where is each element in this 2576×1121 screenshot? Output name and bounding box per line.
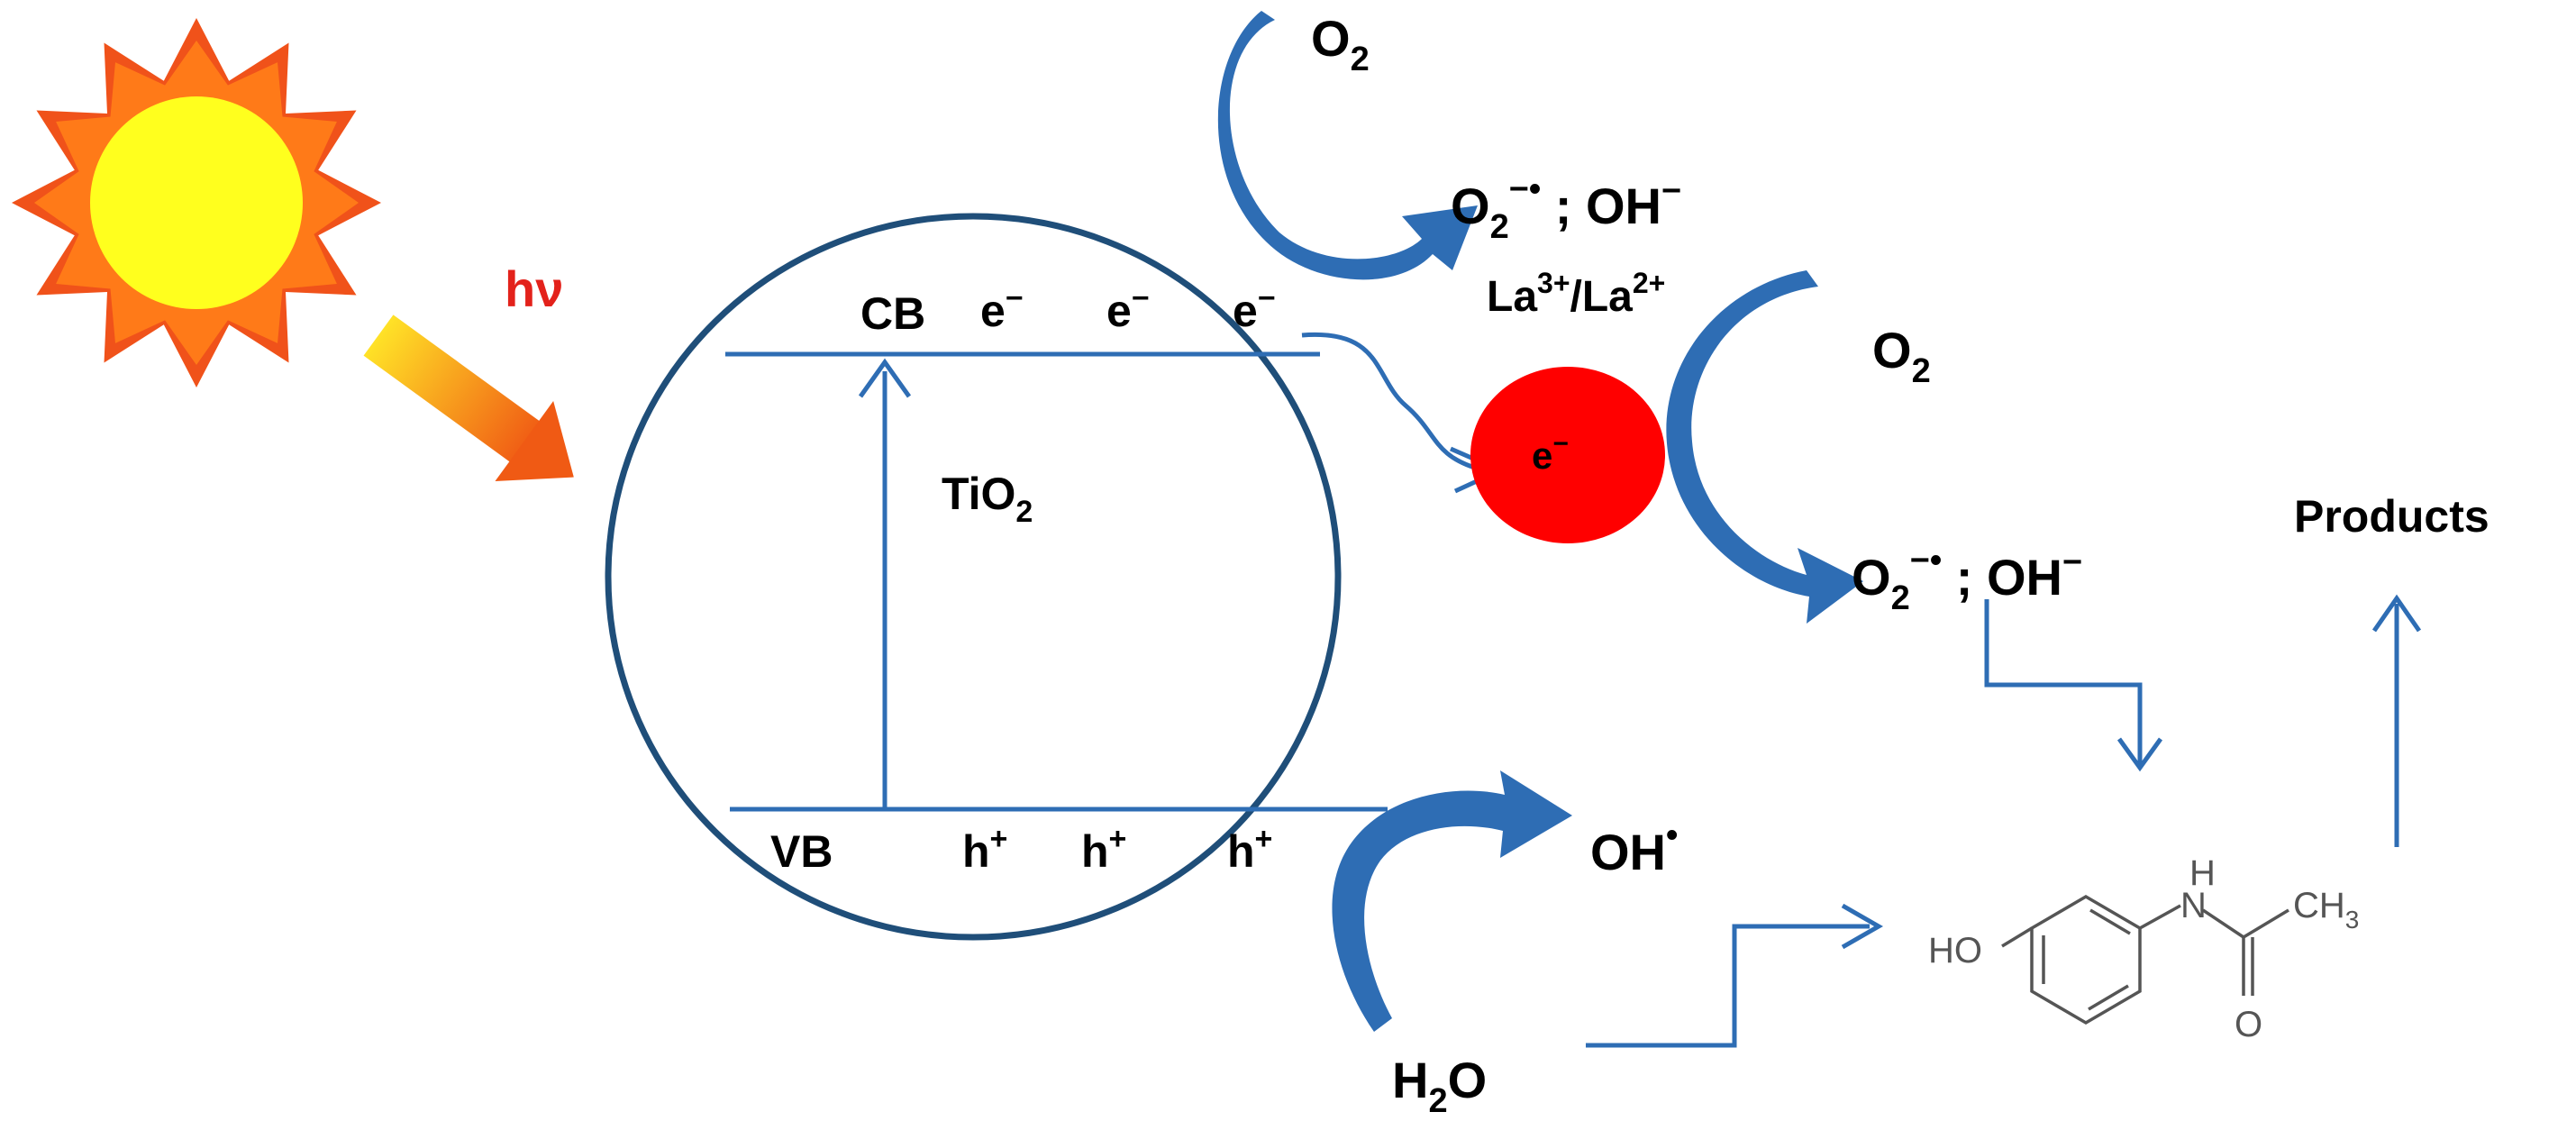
- excitation-arrow: [858, 358, 912, 809]
- cb-label: CB: [860, 288, 925, 339]
- molecule-to-products-arrow: [2371, 594, 2422, 847]
- electron-label: e−: [1106, 281, 1150, 336]
- top-superoxide-label: O2−• ; OH−: [1451, 170, 1681, 246]
- superoxide-to-molecule-arrow: [1984, 599, 2163, 772]
- hole-label: h+: [1081, 822, 1126, 877]
- top-o2-reduction-arrow: [1217, 11, 1478, 280]
- hole-label: h+: [1227, 822, 1272, 877]
- molecule-nitrogen-label: N: [2180, 886, 2207, 925]
- top-oxygen-label: O2: [1311, 10, 1370, 78]
- right-superoxide-label: O2−• ; OH−: [1852, 542, 2082, 617]
- molecule-nh-hydrogen-label: H: [2189, 853, 2216, 893]
- right-oxygen-label: O2: [1872, 322, 1931, 390]
- la-electron-label: e−: [1532, 429, 1569, 477]
- water-to-molecule-arrow: [1586, 903, 1884, 1048]
- right-o2-reduction-arrow: [1666, 270, 1863, 624]
- products-label: Products: [2294, 491, 2490, 542]
- hydroxyl-radical-label: OH•: [1590, 816, 1678, 880]
- molecule-carbonyl-oxygen-label: O: [2235, 1005, 2262, 1044]
- photon-energy-label: hν: [505, 260, 563, 317]
- water-label: H2O: [1392, 1052, 1487, 1120]
- vb-label: VB: [770, 826, 833, 877]
- hole-label: h+: [962, 822, 1007, 877]
- tio2-label: TiO2: [942, 469, 1033, 529]
- electron-label: e−: [1233, 281, 1276, 336]
- sun-icon: [12, 18, 381, 387]
- molecule-methyl-label: CH3: [2293, 886, 2359, 934]
- paracetamol-structure-icon: [2001, 894, 2289, 1025]
- electron-label: e−: [980, 281, 1024, 336]
- la-cocatalyst-particle: [1470, 367, 1665, 543]
- vb-holes: h+ h+ h+: [962, 822, 1272, 877]
- tio2-particle: [605, 213, 1342, 941]
- la-redox-label: La3+/La2+: [1487, 267, 1665, 321]
- electron-transfer-arrow: [1301, 332, 1506, 494]
- water-oxidation-arrow: [1332, 770, 1572, 1032]
- molecule-hydroxyl-label: HO: [1928, 931, 1982, 971]
- cb-electrons: e− e− e−: [980, 281, 1276, 336]
- light-ray-arrow: [363, 314, 574, 482]
